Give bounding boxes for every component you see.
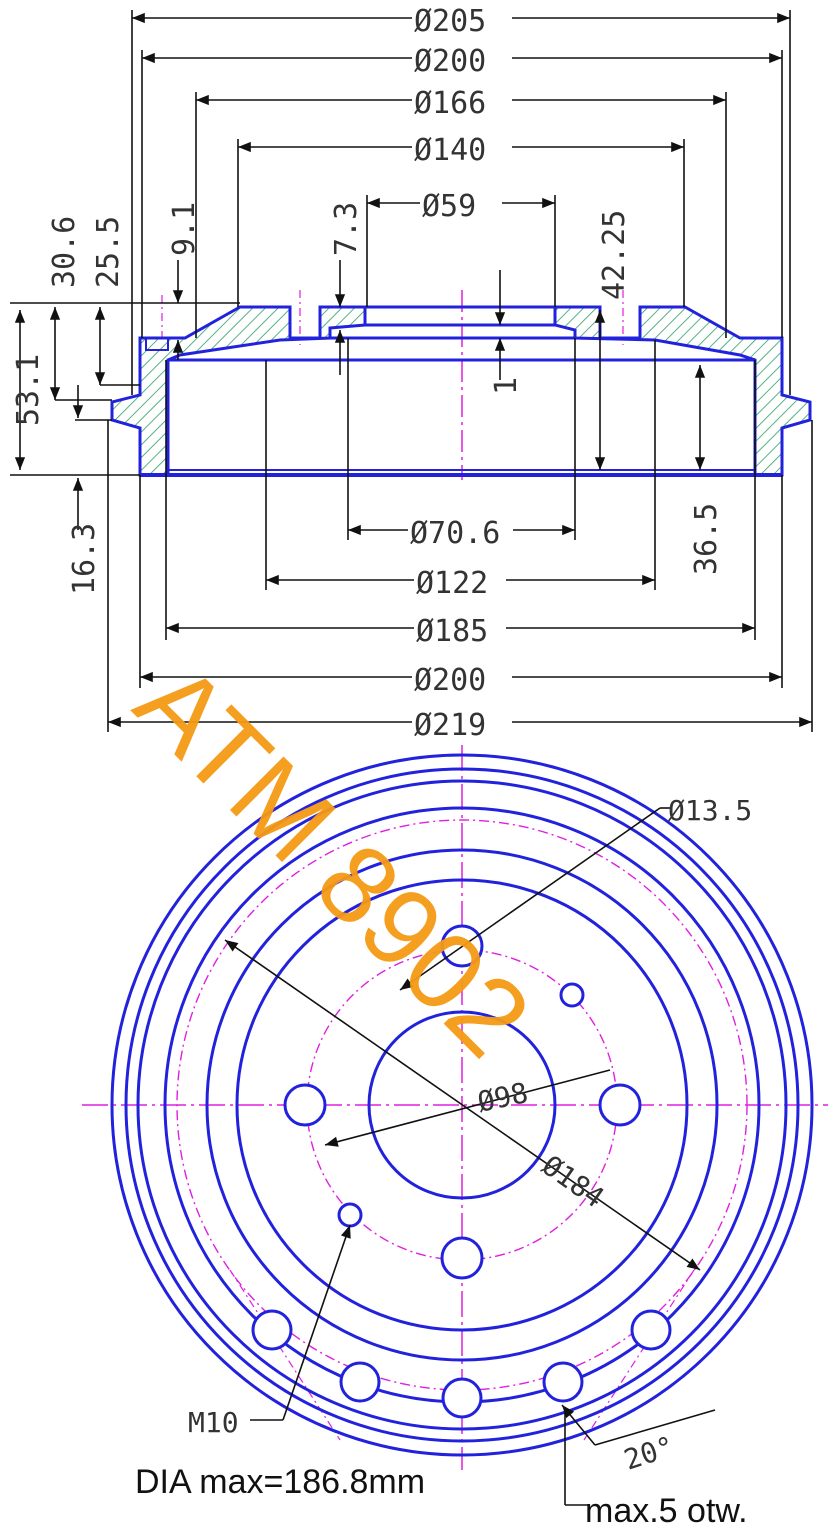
dim-184: Ø184 bbox=[536, 1149, 610, 1215]
dim-205: Ø205 bbox=[414, 4, 486, 39]
dim-7-3: 7.3 bbox=[329, 202, 364, 256]
dim-1: 1 bbox=[489, 377, 524, 395]
dim-53-1: 53.1 bbox=[11, 354, 46, 426]
section-left-wall bbox=[110, 305, 367, 477]
dim-166: Ø166 bbox=[414, 86, 486, 121]
dim-16-3: 16.3 bbox=[67, 523, 102, 595]
dim-70-6: Ø70.6 bbox=[410, 516, 500, 551]
dim-200-bottom: Ø200 bbox=[414, 663, 486, 698]
dim-36-5: 36.5 bbox=[689, 503, 724, 575]
dim-185: Ø185 bbox=[416, 614, 488, 649]
max-holes-note: max.5 otw. bbox=[585, 1492, 748, 1530]
dim-25-5: 25.5 bbox=[91, 216, 126, 288]
dim-13-5: Ø13.5 bbox=[668, 794, 752, 827]
dim-219: Ø219 bbox=[414, 708, 486, 743]
dim-98: Ø98 bbox=[475, 1076, 531, 1119]
dim-200-top: Ø200 bbox=[414, 44, 486, 79]
outer-holes bbox=[251, 1309, 672, 1419]
dim-42-25: 42.25 bbox=[597, 210, 632, 300]
dim-140: Ø140 bbox=[414, 133, 486, 168]
section-view: Ø205 Ø200 Ø166 Ø140 Ø59 bbox=[10, 2, 813, 743]
plan-view: Ø13.5 Ø98 Ø184 M10 20° bbox=[82, 745, 828, 1506]
dim-122: Ø122 bbox=[416, 566, 488, 601]
dia-max-note: DIA max=186.8mm bbox=[135, 1463, 425, 1501]
thread-label: M10 bbox=[188, 1406, 239, 1439]
angle-label: 20° bbox=[620, 1430, 678, 1477]
section-right-wall bbox=[553, 305, 812, 477]
dim-9-1: 9.1 bbox=[167, 202, 202, 256]
dim-59: Ø59 bbox=[422, 189, 476, 224]
dim-30-6: 30.6 bbox=[47, 216, 82, 288]
